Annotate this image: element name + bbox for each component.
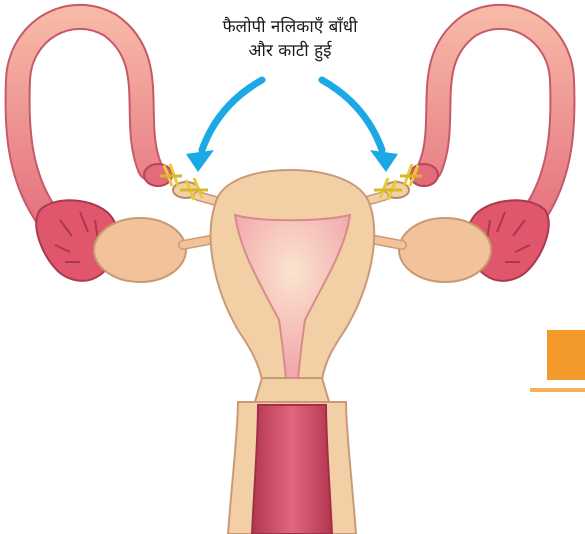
label-line-2: और काटी हुई [150,40,430,62]
left-ovary [94,218,186,282]
page-tab-underline [530,388,585,392]
right-pointer-arrow [322,80,398,172]
page-tab-marker [547,330,585,380]
left-pointer-arrow [186,80,262,172]
right-ovary [399,218,491,282]
label-line-1: फैलोपी नलिकाएँ बाँधी [150,16,430,38]
